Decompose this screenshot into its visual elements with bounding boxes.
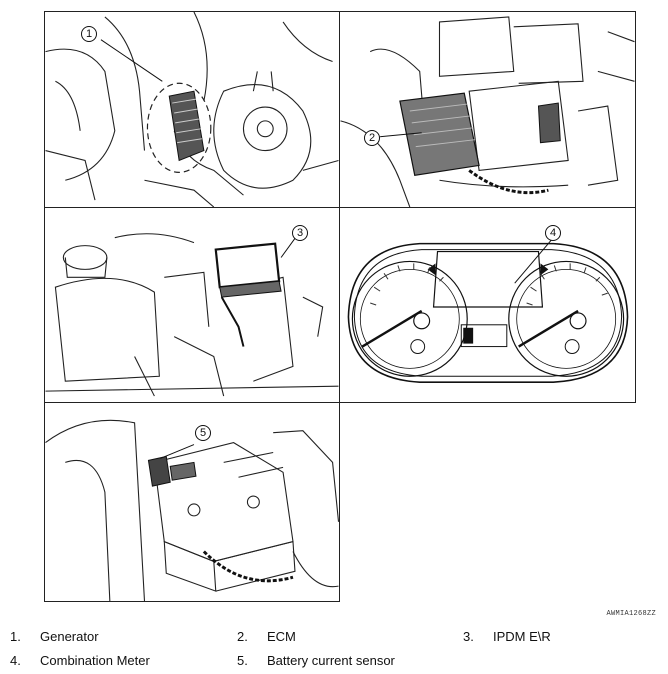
legend-number: 5.	[237, 653, 248, 668]
legend-item-3: 3. IPDM E\R	[463, 629, 551, 644]
figure-reference-code: AWMIA1268ZZ	[606, 610, 656, 618]
callout-4: 4	[545, 225, 561, 241]
legend-label: IPDM E\R	[493, 629, 551, 644]
legend-label: Combination Meter	[40, 653, 150, 668]
callout-3: 3	[292, 225, 308, 241]
legend-number: 1.	[10, 629, 21, 644]
ecm-illustration	[340, 16, 635, 207]
panel-combination-meter: 4	[339, 207, 636, 403]
legend-item-2: 2. ECM	[237, 629, 296, 644]
legend-number: 4.	[10, 653, 21, 668]
combination-meter-illustration	[347, 237, 629, 383]
panel-ecm: 2	[339, 11, 636, 208]
callout-2: 2	[364, 130, 380, 146]
legend-label: Battery current sensor	[267, 653, 395, 668]
callout-1: 1	[81, 26, 97, 42]
legend-item-1: 1. Generator	[10, 629, 99, 644]
legend-number: 2.	[237, 629, 248, 644]
battery-current-sensor-illustration	[45, 419, 339, 601]
panel-ipdm: 3	[44, 207, 340, 403]
legend-label: Generator	[40, 629, 99, 644]
legend-label: ECM	[267, 629, 296, 644]
legend-item-4: 4. Combination Meter	[10, 653, 150, 668]
panel-generator: 1	[44, 11, 340, 208]
legend-item-5: 5. Battery current sensor	[237, 653, 395, 668]
callout-5: 5	[195, 425, 211, 441]
panel-battery-current-sensor: 5	[44, 402, 340, 602]
generator-illustration	[45, 12, 339, 207]
legend-number: 3.	[463, 629, 474, 644]
